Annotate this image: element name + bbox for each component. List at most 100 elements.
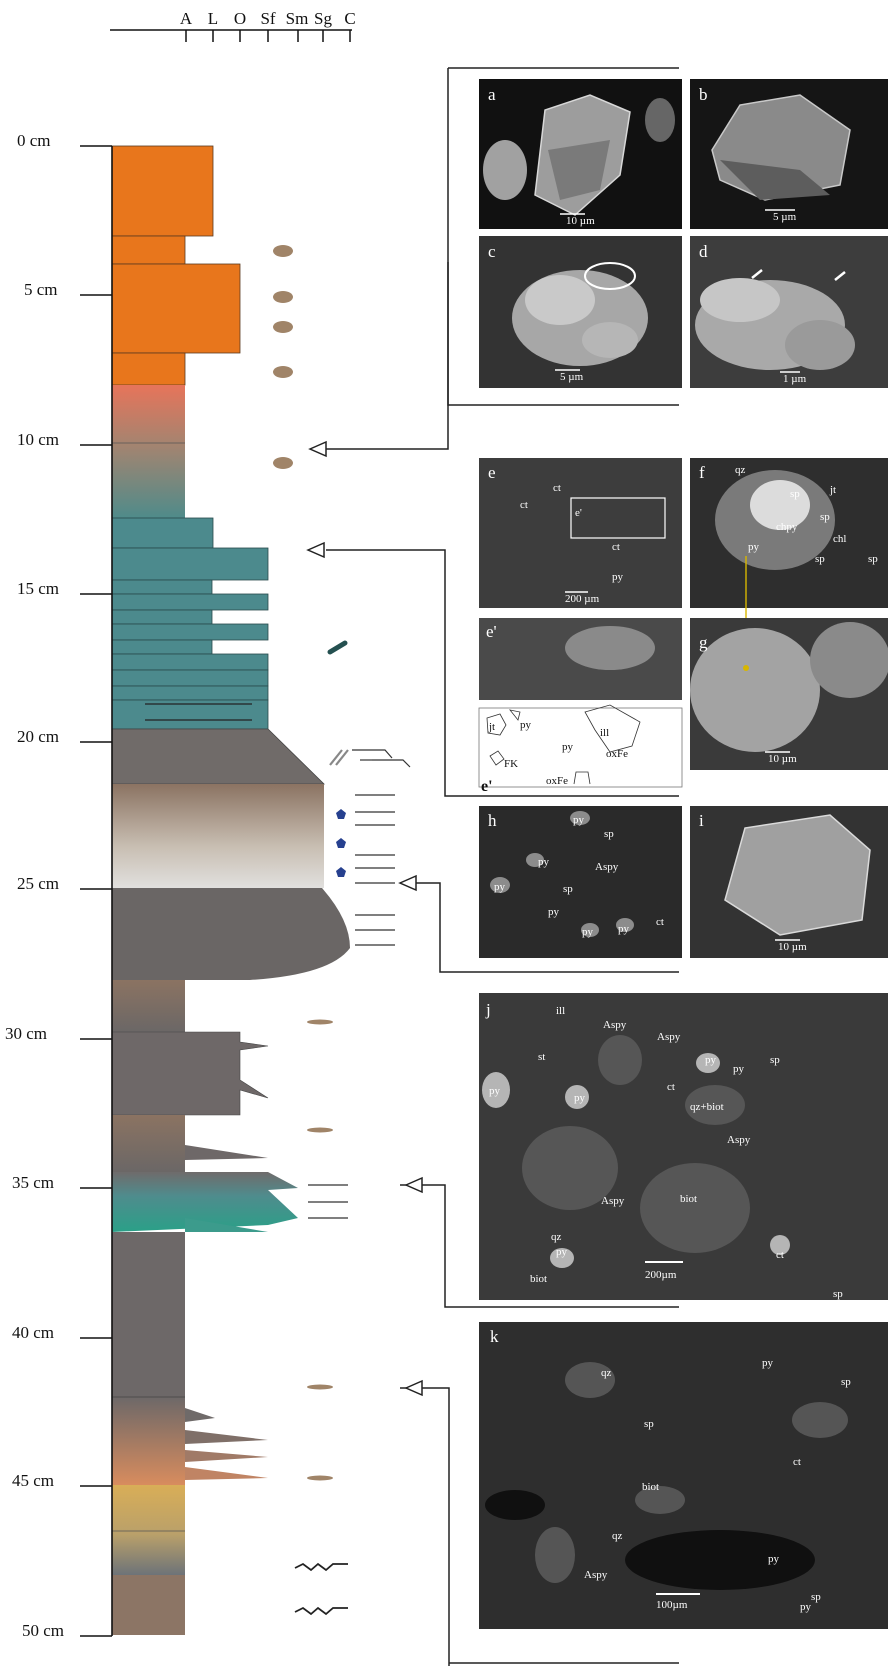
grain-class-sm: Sm [286,9,309,28]
h-label: py [548,906,560,918]
sketch-label: ill [600,727,609,739]
blue-pentagon-icons [336,809,346,877]
j-label: py [733,1063,745,1075]
j-label: ill [556,1005,565,1017]
panel-c: c 5 µm [479,236,682,388]
e-label: ct [553,482,561,494]
h-label: sp [604,828,614,840]
panel-j: j ill Aspy Aspy py py sp st py ct py qz+… [479,993,888,1300]
k-label: sp [644,1418,654,1430]
f-label: py [748,541,760,553]
panel-d: d 1 µm [690,236,888,388]
k-label: sp [841,1376,851,1388]
panel-f: f qz sp jt sp chpy py sp chl sp [690,458,888,608]
panel-c-letter: c [488,242,496,261]
panel-j-letter: j [485,1000,491,1019]
unit-gradient-red-teal [112,385,185,518]
arrow-to-10cm-icon [308,440,327,458]
j-label: Aspy [727,1134,751,1146]
white-arrow-icons [751,269,846,281]
panel-e-scale: 200 µm [565,593,600,605]
depth-label-45: 45 cm [12,1471,54,1490]
unit-grey-orange [112,1397,185,1485]
arrow-to-35cm-icon [404,1176,423,1194]
f-label: chpy [776,521,798,533]
k-label: py [800,1601,812,1613]
grain-class-sf: Sf [260,9,275,28]
stratigraphic-column [80,145,350,1637]
panel-d-scale: 1 µm [783,373,807,385]
unit-brown-grey [111,1031,269,1116]
nodule-symbols [273,245,333,1481]
j-label: ct [667,1081,675,1093]
k-label: qz [601,1367,612,1379]
sketch-label: py [520,719,532,731]
panel-a-letter: a [488,85,496,104]
inset-box [570,497,666,539]
panel-e-letter: e [488,463,496,482]
k-label: Aspy [584,1569,608,1581]
sketch-label: py [562,741,574,753]
grain-class-l: L [208,9,218,28]
panel-i-letter: i [699,811,704,830]
unit-orange [111,145,241,386]
arrow-heads [306,440,423,1397]
e-label: ct [612,541,620,553]
sketch-label: FK [504,758,518,770]
panel-b-letter: b [699,85,708,104]
h-label: py [573,814,585,826]
panel-k-scale: 100µm [656,1599,688,1611]
panel-b-scale: 5 µm [773,211,797,223]
unit-brown-bottom [112,1575,185,1635]
j-label: py [705,1054,717,1066]
f-label: qz [735,464,746,476]
j-label: py [489,1085,501,1097]
e-label: py [612,571,624,583]
depth-label-15: 15 cm [17,579,59,598]
panel-a-scale: 10 µm [566,215,595,227]
panel-e-prime-letter: e' [486,622,497,641]
panel-f-letter: f [699,463,705,482]
h-label: Aspy [595,861,619,873]
unit-dark-lens [112,888,350,980]
j-label: st [538,1051,545,1063]
lamination-lines [308,794,395,1219]
unit-teal-lower [112,1172,298,1232]
unit-grey-flare [111,728,325,785]
j-label: Aspy [657,1031,681,1043]
panel-a: a 10 µm [479,79,682,229]
panel-i: i 10 µm [690,806,888,958]
highlight-ellipse [584,262,636,290]
f-label: jt [829,484,836,496]
j-label: py [556,1246,568,1258]
panel-e: e ct ct e' ct py 200 µm [479,458,682,608]
j-label: Aspy [603,1019,627,1031]
j-label: py [574,1092,586,1104]
f-label: sp [790,488,800,500]
h-label: py [538,856,550,868]
unit-sand [112,1485,185,1575]
h-label: py [582,926,594,938]
h-label: sp [563,883,573,895]
depth-label-30: 30 cm [5,1024,47,1043]
depth-label-40: 40 cm [12,1323,54,1342]
sketch-label: oxFe [606,748,628,760]
e-label: e' [575,507,582,519]
e-label: ct [520,499,528,511]
h-label: py [494,881,506,893]
f-label: chl [833,533,846,545]
panel-d-letter: d [699,242,708,261]
panel-e-prime-sketch: jt py py ill oxFe FK oxFe e' [478,704,683,795]
panel-k: k qz py sp sp ct biot qz Aspy py py sp 1… [479,1322,888,1629]
arrow-to-25cm-icon [398,874,417,892]
j-label: qz [551,1231,562,1243]
depth-label-10: 10 cm [17,430,59,449]
h-label: py [618,923,630,935]
panel-h-letter: h [488,811,497,830]
panel-g: g 10 µm [690,618,888,770]
grain-class-a: A [180,9,193,28]
j-label: qz+biot [690,1101,724,1113]
k-label: py [768,1553,780,1565]
grain-size-scale: A L O Sf Sm Sg C [110,9,356,42]
